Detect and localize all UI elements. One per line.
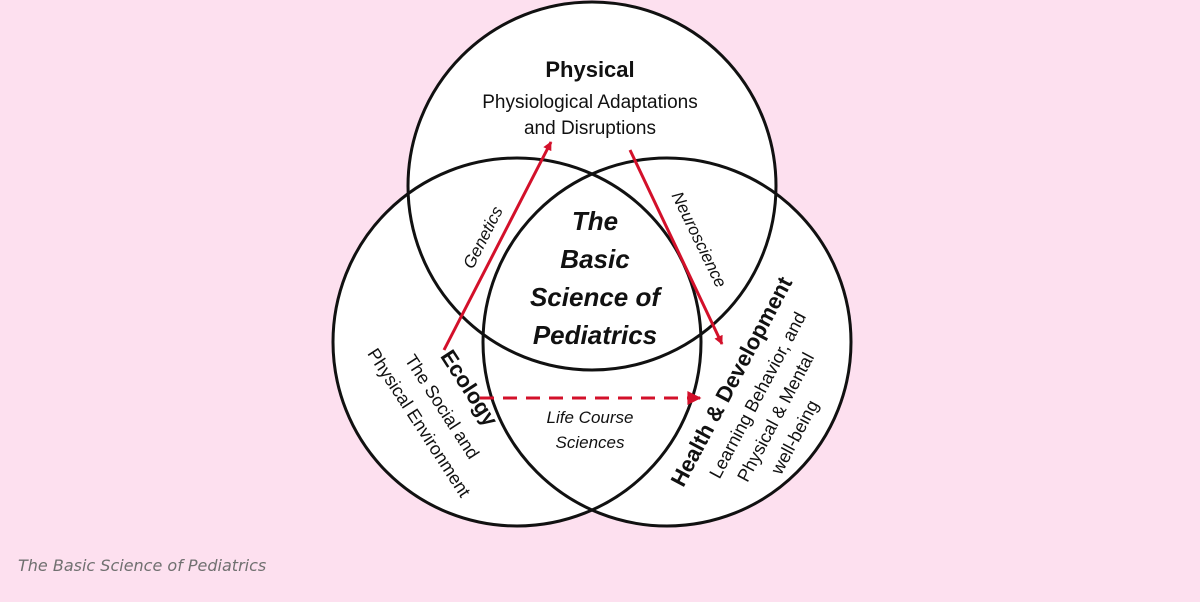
center-title-3: Science of: [530, 282, 662, 312]
genetics-arrow: [442, 141, 553, 351]
center-title-2: Basic: [560, 244, 630, 274]
life-course-line-1: Life Course: [547, 408, 634, 427]
circle-physical-outline: [406, 0, 778, 372]
center-title-1: The: [572, 206, 618, 236]
physical-line-1: Physiological Adaptations: [482, 92, 697, 113]
physical-line-2: and Disruptions: [524, 118, 656, 139]
circle-health-outline: [481, 156, 853, 528]
life-course-line-2: Sciences: [556, 433, 625, 452]
center-title-4: Pediatrics: [533, 320, 657, 350]
image-caption: The Basic Science of Pediatrics: [18, 556, 267, 575]
neuroscience-arrow: [628, 149, 724, 345]
circle-health: [483, 158, 851, 526]
circle-ecology-outline: [331, 156, 703, 528]
physical-title: Physical: [545, 57, 634, 82]
